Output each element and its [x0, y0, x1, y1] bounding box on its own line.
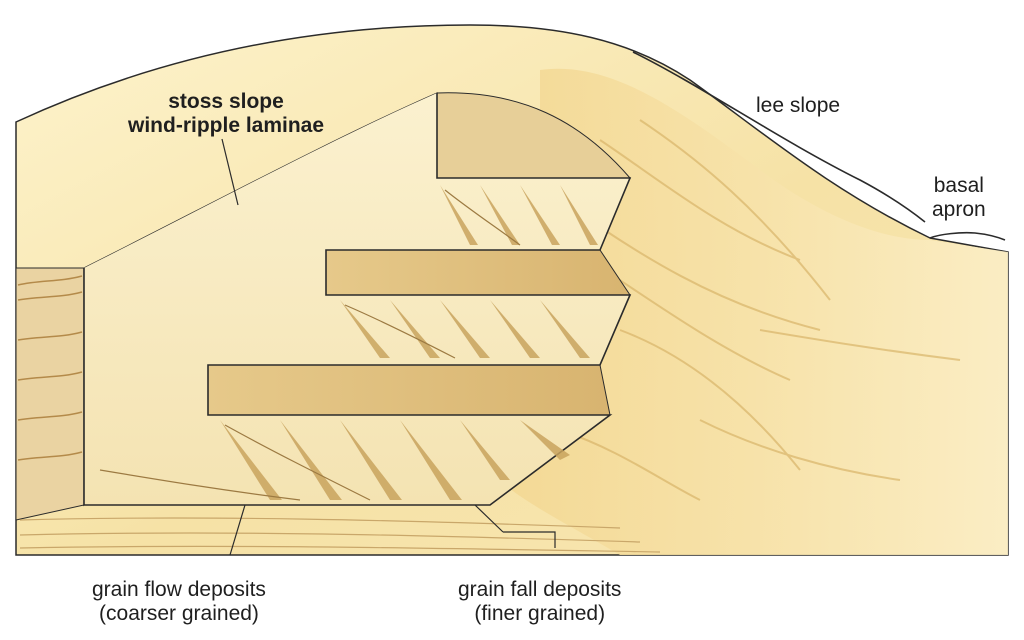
grain-flow-line1: grain flow deposits	[92, 578, 266, 601]
lee-slope-label: lee slope	[756, 94, 840, 118]
lee-bracket	[632, 51, 926, 223]
stoss-label-line2: wind-ripple laminae	[128, 114, 325, 138]
stoss-leader	[221, 138, 239, 206]
left-outcrop	[15, 267, 85, 521]
grain-flow-label: grain flow deposits (coarser grained)	[92, 578, 266, 626]
basal-label-line2: apron	[932, 198, 986, 222]
base-laminae	[19, 517, 661, 553]
grain-flow-line2: (coarser grained)	[99, 602, 259, 626]
grain-fall-leader	[474, 504, 556, 548]
cutaway-outline	[83, 93, 632, 506]
basal-label-line1: basal	[933, 174, 984, 197]
basal-apron-label: basal apron	[932, 174, 986, 222]
basal-bracket	[929, 231, 1006, 241]
grain-fall-line2: (finer grained)	[474, 602, 606, 626]
grain-flow-leader	[229, 504, 246, 556]
grain-fall-line1: grain fall deposits	[458, 578, 622, 601]
lee-face	[500, 68, 1008, 555]
step-3	[207, 364, 611, 416]
lee-slope-text: lee slope	[756, 94, 841, 117]
upper-step	[436, 92, 632, 179]
grain-fall-label: grain fall deposits (finer grained)	[458, 578, 621, 626]
step-2	[325, 249, 631, 296]
stoss-label: stoss slope wind-ripple laminae	[128, 90, 324, 138]
grain-flow-laminae	[220, 185, 598, 500]
stoss-label-line1: stoss slope	[168, 90, 284, 113]
